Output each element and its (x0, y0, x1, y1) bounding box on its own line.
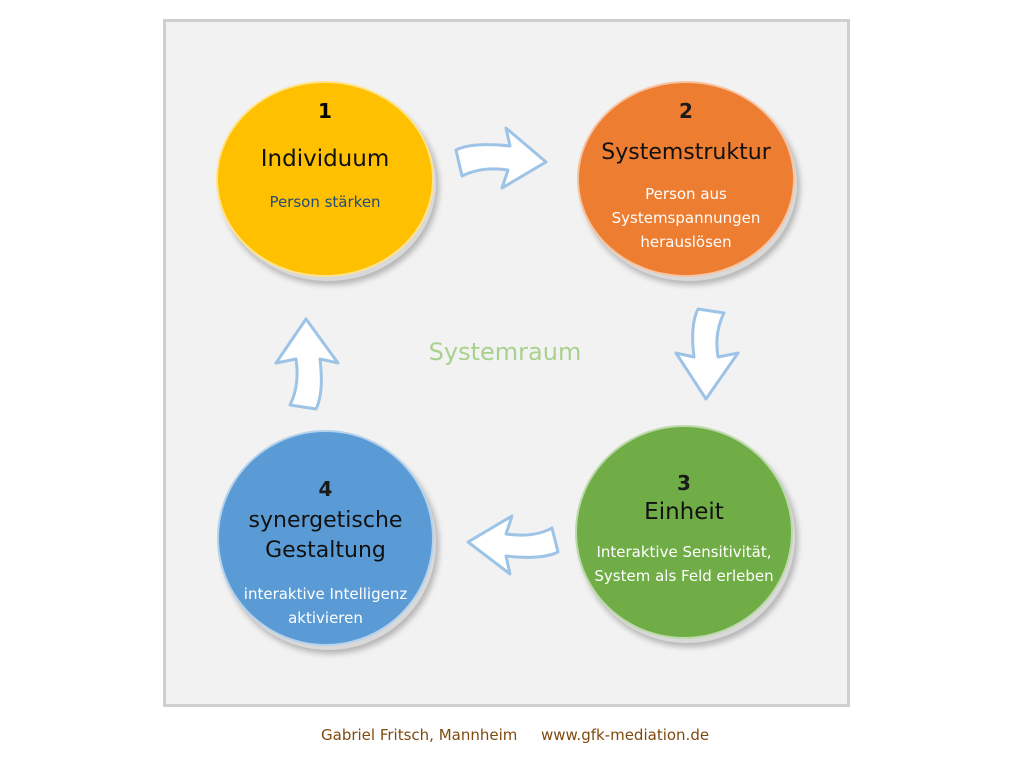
footer-author: Gabriel Fritsch, Mannheim (321, 726, 518, 744)
node-title: Systemstruktur (601, 140, 771, 165)
node-individuum: 1 Individuum Person stärken (216, 81, 434, 277)
node-number: 3 (677, 471, 691, 495)
arrow-down-icon (674, 307, 740, 401)
node-title: synergetische Gestaltung (248, 508, 403, 563)
node-einheit: 3 Einheit Interaktive Sensitivität, Syst… (575, 425, 793, 639)
node-title: Einheit (644, 499, 724, 525)
node-subtitle: Person stärken (269, 193, 381, 211)
node-subtitle: Interaktive Sensitivität, System als Fel… (594, 543, 774, 585)
center-label: Systemraum (428, 338, 582, 366)
arrow-left-icon (466, 514, 560, 576)
node-number: 1 (318, 99, 332, 123)
node-title: Individuum (260, 146, 390, 172)
arrow-up-icon (274, 317, 340, 411)
footer-website[interactable]: www.gfk-mediation.de (541, 726, 710, 744)
node-synergetische-gestaltung: 4 synergetische Gestaltung interaktive I… (217, 430, 434, 646)
node-subtitle: interaktive Intelligenz aktivieren (243, 585, 408, 627)
node-number: 4 (318, 477, 333, 501)
arrow-right-icon (454, 126, 548, 190)
node-number: 2 (679, 99, 693, 123)
node-systemstruktur: 2 Systemstruktur Person aus Systemspannu… (577, 81, 795, 277)
node-subtitle: Person aus Systemspannungen herauslösen (611, 185, 761, 251)
